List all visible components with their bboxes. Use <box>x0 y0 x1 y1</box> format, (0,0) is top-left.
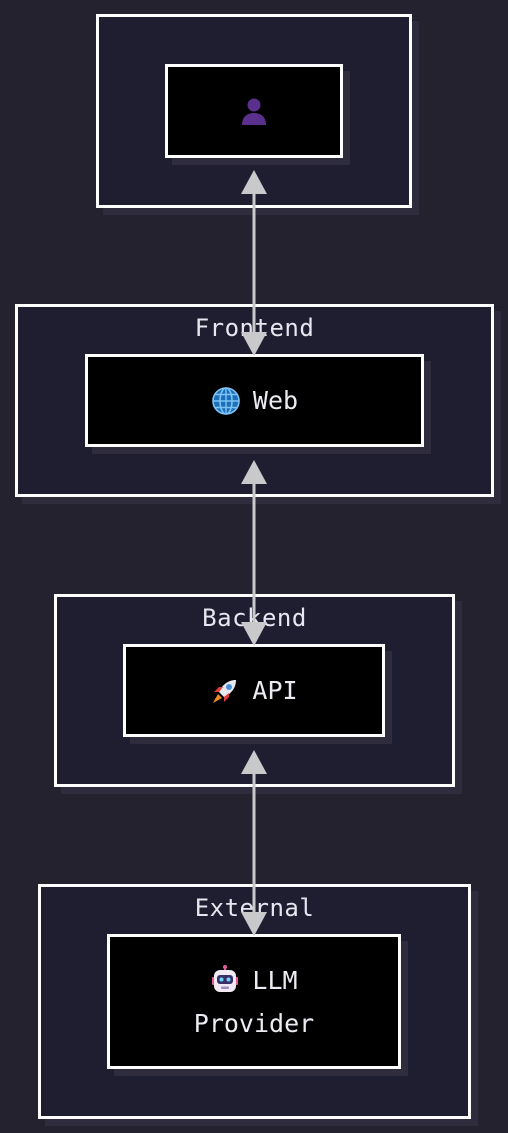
globe-icon <box>211 386 241 416</box>
web-node-label: Web <box>252 386 299 415</box>
llm-node-label-line1: LLM <box>252 965 298 995</box>
edge-api-llm <box>241 750 267 936</box>
robot-icon <box>210 965 240 995</box>
edge-user-web <box>241 170 267 356</box>
api-node[interactable]: API <box>123 644 385 737</box>
web-node[interactable]: Web <box>85 354 424 447</box>
user-node[interactable] <box>165 64 343 158</box>
llm-node-label-line2: Provider <box>193 1008 315 1038</box>
user-icon <box>239 96 269 126</box>
llm-provider-node[interactable]: LLM Provider <box>107 934 401 1069</box>
edge-web-api <box>241 460 267 646</box>
api-node-label: API <box>252 676 298 705</box>
rocket-icon <box>210 676 240 706</box>
